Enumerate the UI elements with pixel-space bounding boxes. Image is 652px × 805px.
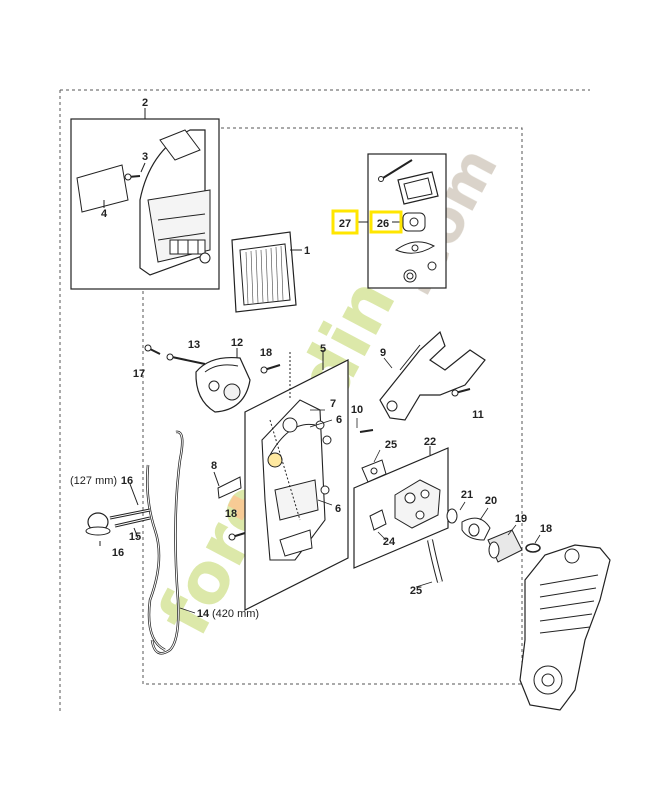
part-1-air-filter <box>231 231 302 313</box>
callout-6-lower: 6 <box>335 503 341 515</box>
callout-27: 27 <box>339 218 351 230</box>
callout-24: 24 <box>383 536 396 548</box>
parts-12-13-18 <box>144 344 281 413</box>
callout-1: 1 <box>304 245 310 257</box>
callout-8: 8 <box>211 460 217 472</box>
box-part-23 <box>353 446 449 569</box>
part-18-lower <box>228 532 246 541</box>
callout-5: 5 <box>320 343 326 355</box>
callout-26-upper: 26 <box>377 218 389 230</box>
callout-25: 25 <box>410 585 422 597</box>
callout-16: 16 <box>121 475 133 487</box>
callout-18-lower: 18 <box>225 508 237 520</box>
inner-dashed-frame <box>142 127 523 685</box>
callout-6-upper: 6 <box>336 414 342 426</box>
callout-3: 3 <box>142 151 148 163</box>
callout-12: 12 <box>231 337 243 349</box>
callout-9: 9 <box>380 347 386 359</box>
dimension-127mm: (127 mm) <box>70 475 117 487</box>
callout-7: 7 <box>330 398 336 410</box>
leader-lines <box>179 357 541 614</box>
callout-14: 14 <box>197 608 210 620</box>
callout-10: 10 <box>351 404 363 416</box>
callout-2: 2 <box>142 97 148 109</box>
parts-19-22 <box>446 508 541 563</box>
callout-21: 20 <box>485 495 497 507</box>
callout-11: 11 <box>472 409 484 421</box>
callout-19: 18 <box>540 523 552 535</box>
highlight-27 <box>331 209 359 235</box>
dimension-420mm: (420 mm) <box>212 608 259 620</box>
highlight-26 <box>369 210 403 234</box>
part-17-primer <box>85 512 111 546</box>
callout-18-upper: 18 <box>260 347 272 359</box>
dashed-frames <box>59 89 590 712</box>
callout-20: 19 <box>515 513 527 525</box>
box-part-27 <box>357 153 447 289</box>
callout-23: 22 <box>424 436 436 448</box>
callout-18-left: 17 <box>133 368 145 380</box>
part-9-bracket <box>379 330 486 421</box>
callout-15: 15 <box>129 531 141 543</box>
part-10-screw <box>359 429 374 433</box>
box-part-2 <box>70 108 220 290</box>
callout-26-lower: 25 <box>385 439 397 451</box>
callout-4: 4 <box>101 208 108 220</box>
callout-13: 13 <box>188 339 200 351</box>
callouts: 2 3 4 1 27 26 13 12 17 18 5 9 7 6 10 11 … <box>70 97 552 620</box>
callout-17: 16 <box>112 547 124 559</box>
engine-block <box>519 544 611 711</box>
callout-22: 21 <box>461 489 473 501</box>
part-8 <box>213 471 242 499</box>
hoses-14-15-16-17 <box>109 430 184 655</box>
box-part-5 <box>244 350 349 611</box>
